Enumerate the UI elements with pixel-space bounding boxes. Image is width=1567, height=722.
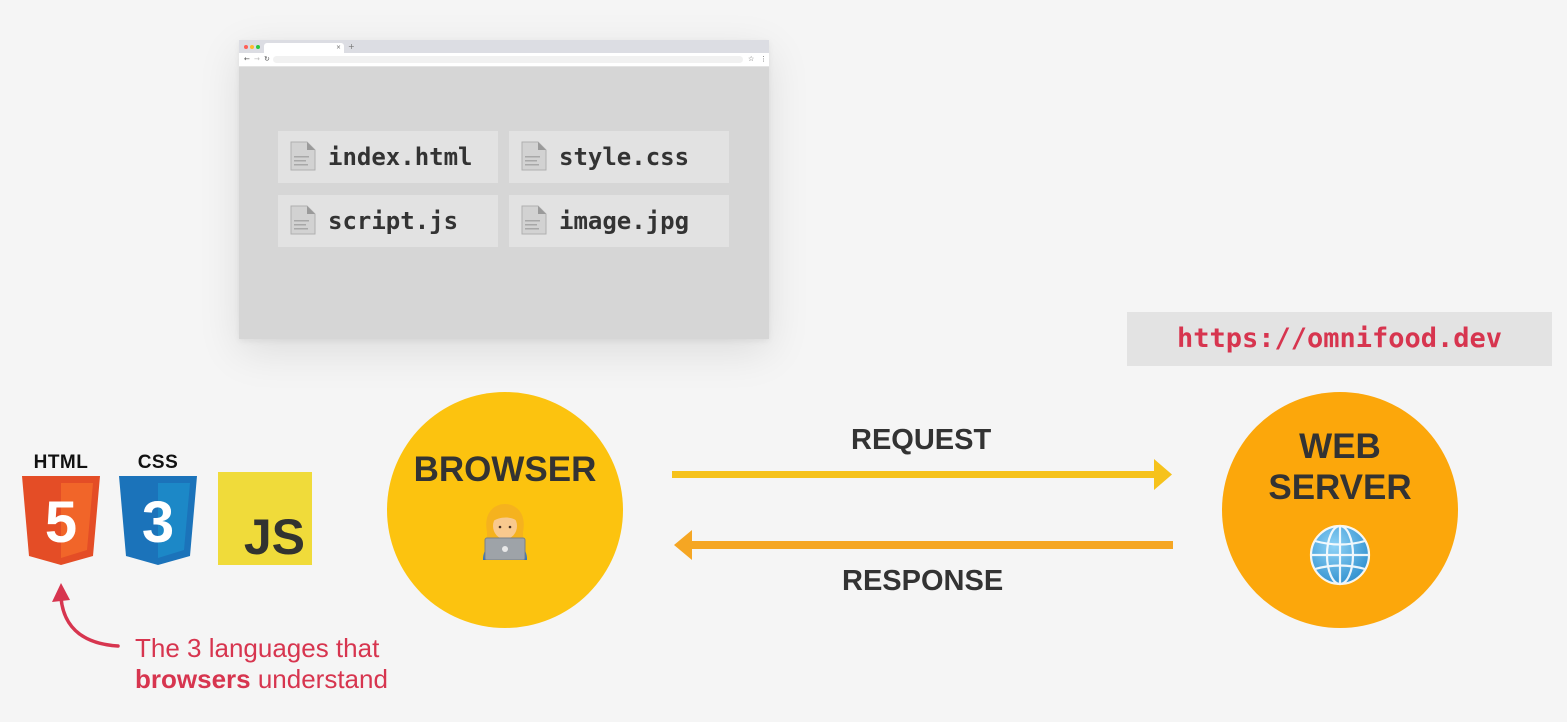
server-url: https://omnifood.dev <box>1176 323 1503 354</box>
file-card-script-js[interactable]: script.js <box>278 195 498 247</box>
js-text: JS <box>243 509 305 565</box>
response-label: RESPONSE <box>842 565 1004 597</box>
reload-icon[interactable]: ↻ <box>264 55 270 63</box>
file-name: script.js <box>328 207 459 235</box>
css3-digit: 3 <box>142 490 174 555</box>
annotation-bold-word: browsers <box>135 664 251 694</box>
file-card-index-html[interactable]: index.html <box>278 131 498 183</box>
annotation-arrow <box>52 583 120 648</box>
css3-icon: 3 <box>119 476 197 565</box>
document-icon <box>521 205 547 235</box>
server-label-line1: WEB <box>1299 427 1381 466</box>
css-caption: CSS <box>137 452 179 473</box>
browser-tab-strip: × + <box>239 40 769 53</box>
close-dot-icon[interactable] <box>244 45 248 49</box>
response-arrow <box>674 530 1173 560</box>
back-arrow-icon[interactable]: ← <box>244 55 250 63</box>
server-url-box: https://omnifood.dev <box>1127 312 1552 366</box>
new-tab-icon[interactable]: + <box>348 42 355 51</box>
maximize-dot-icon[interactable] <box>256 45 260 49</box>
html5-icon: 5 <box>22 476 100 565</box>
languages-annotation: The 3 languages that browsers understand <box>135 633 388 695</box>
globe-icon <box>1309 524 1371 586</box>
bookmark-star-icon[interactable]: ☆ <box>748 55 755 63</box>
javascript-icon: JS <box>218 472 312 565</box>
tab-close-icon[interactable]: × <box>335 44 341 51</box>
server-label-line2: SERVER <box>1268 468 1412 507</box>
browser-window: × + ← → ↻ ☆ ⋮ index.html <box>239 40 769 339</box>
request-label: REQUEST <box>851 424 992 456</box>
forward-arrow-icon[interactable]: → <box>254 55 260 63</box>
woman-technologist-icon <box>483 504 527 560</box>
file-card-style-css[interactable]: style.css <box>509 131 729 183</box>
document-icon <box>290 141 316 171</box>
browser-node: BROWSER <box>387 392 623 628</box>
document-icon <box>521 141 547 171</box>
file-name: style.css <box>559 143 690 171</box>
document-icon <box>290 205 316 235</box>
annotation-line1: The 3 languages that <box>135 633 380 663</box>
html5-digit: 5 <box>45 490 77 555</box>
browser-tab[interactable]: × <box>264 43 344 53</box>
address-field[interactable] <box>273 56 743 63</box>
annotation-line2-rest: understand <box>250 664 388 694</box>
request-arrow <box>672 459 1172 490</box>
menu-dots-icon[interactable]: ⋮ <box>760 55 767 63</box>
address-bar: ← → ↻ ☆ ⋮ <box>239 53 769 67</box>
web-server-node: WEB SERVER <box>1222 392 1458 628</box>
file-card-image-jpg[interactable]: image.jpg <box>509 195 729 247</box>
file-name: index.html <box>328 143 473 171</box>
annotation-line2: browsers understand <box>135 664 388 695</box>
server-label: WEB SERVER <box>1222 426 1458 508</box>
html-caption: HTML <box>33 452 89 473</box>
browser-label: BROWSER <box>413 450 597 489</box>
minimize-dot-icon[interactable] <box>250 45 254 49</box>
file-name: image.jpg <box>559 207 690 235</box>
